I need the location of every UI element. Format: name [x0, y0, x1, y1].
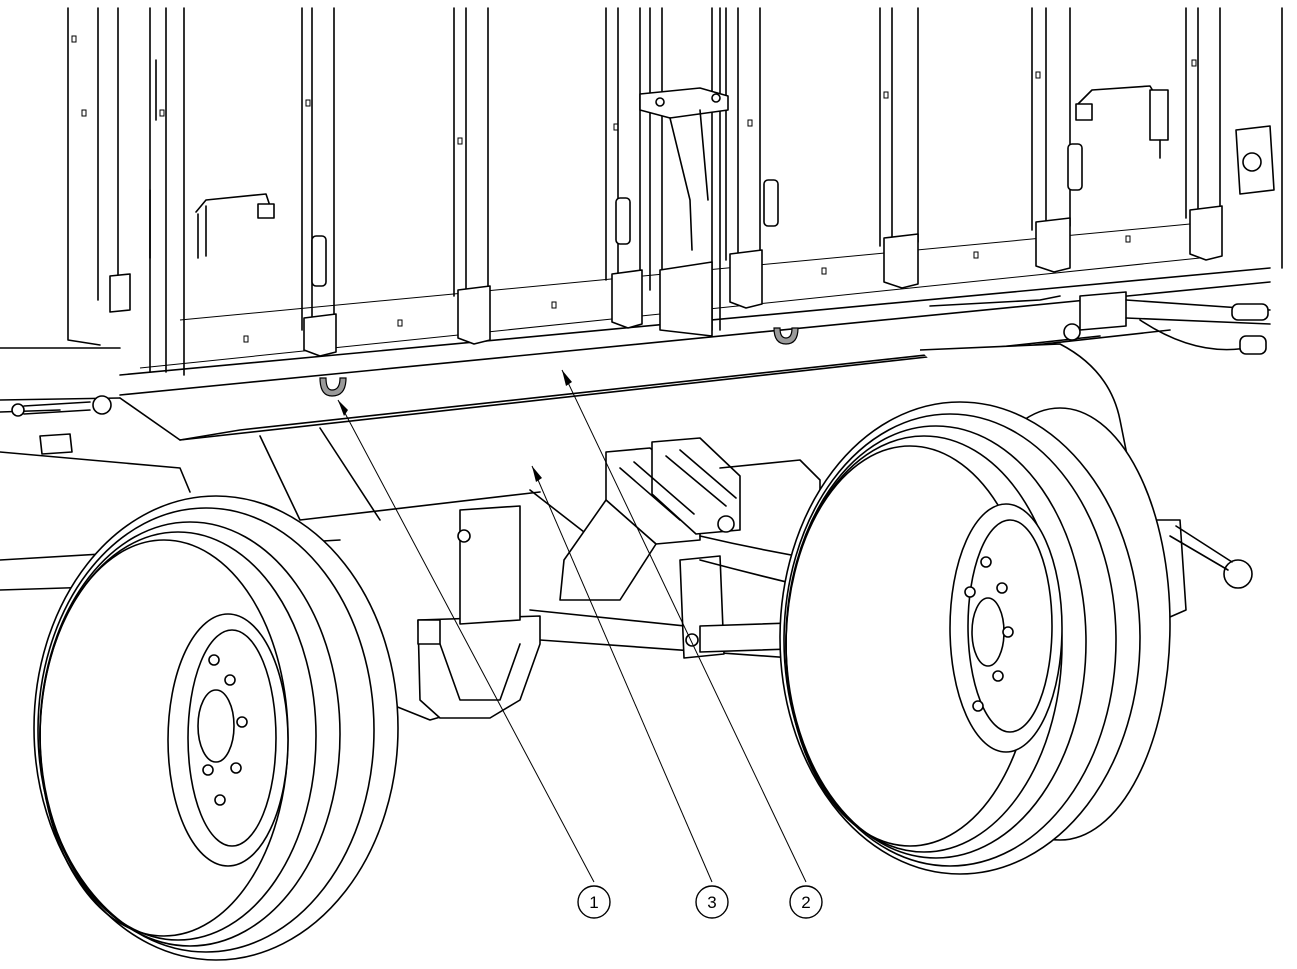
front-wheel — [33, 495, 399, 961]
side-wall-stakes — [97, 7, 1283, 376]
rear-wheel — [779, 401, 1171, 875]
callout-leaders — [337, 369, 807, 883]
callout-3: 3 — [695, 885, 729, 919]
chock-holders — [559, 437, 741, 601]
leader-3 — [531, 465, 713, 883]
panel-bolt-holes — [71, 35, 1197, 343]
leader-1 — [337, 399, 595, 883]
leader-2 — [561, 369, 807, 883]
callout-3-label: 3 — [707, 893, 716, 912]
front-bracket — [417, 505, 541, 719]
callout-1: 1 — [577, 885, 611, 919]
lashing-rings — [319, 327, 799, 397]
leader-1-arrowhead — [338, 400, 348, 416]
leader-2-arrowhead — [562, 370, 572, 386]
callout-2: 2 — [789, 885, 823, 919]
leader-3-arrowhead — [532, 466, 542, 482]
callout-1-label: 1 — [589, 893, 598, 912]
side-wall-handles — [109, 59, 1275, 313]
callout-2-label: 2 — [801, 893, 810, 912]
